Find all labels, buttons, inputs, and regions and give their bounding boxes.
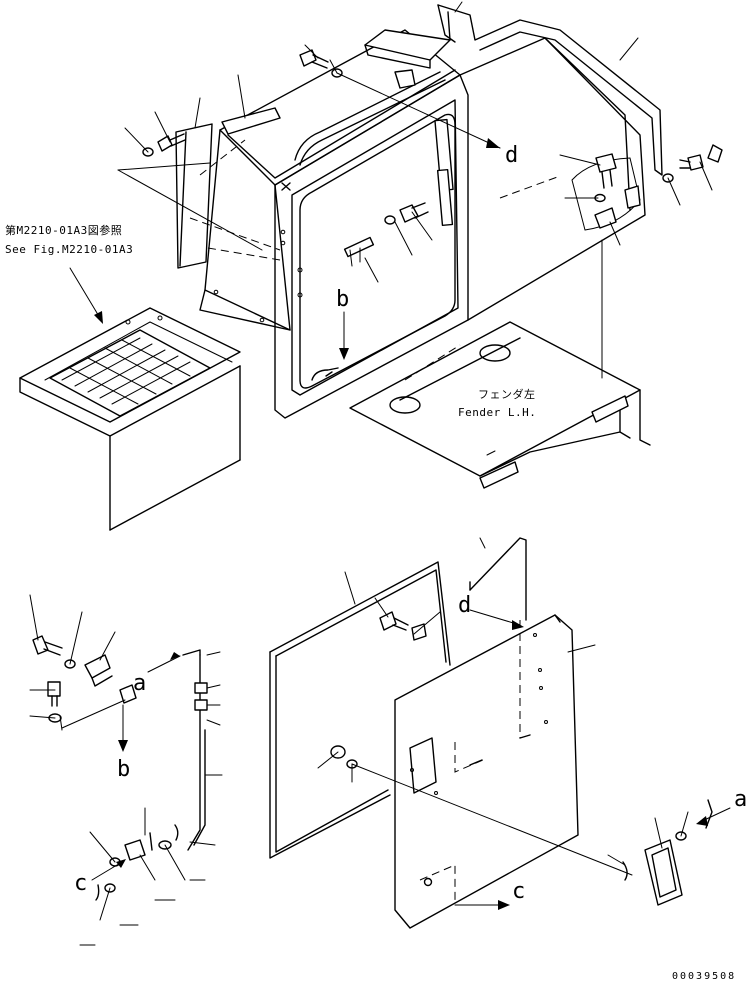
- letter-c-left: c: [74, 871, 87, 896]
- leader-lines-upper: [117, 1, 713, 379]
- letter-a-right: a: [734, 787, 747, 812]
- figure-ref-jp: 第M2210-01A3図参照: [5, 223, 122, 237]
- lower-panels: [269, 537, 731, 929]
- text-labels: 第M2210-01A3図参照 See Fig.M2210-01A3 フェンダ左 …: [5, 143, 747, 982]
- letter-a-left: a: [133, 671, 146, 696]
- letter-c-bottom: c: [512, 879, 525, 904]
- fender-label-jp: フェンダ左: [478, 387, 536, 401]
- cab-box-assembly: [199, 29, 646, 419]
- figure-ref-en: See Fig.M2210-01A3: [5, 243, 133, 256]
- plate-grid: [49, 329, 211, 417]
- lower-left-parts: [29, 594, 223, 946]
- letter-b-upper: b: [336, 287, 349, 312]
- letter-d-upper: d: [505, 143, 518, 168]
- letter-b-left: b: [117, 757, 130, 782]
- seal-strips: [175, 107, 281, 269]
- fender-lh: [349, 321, 651, 489]
- letter-d-lower: d: [458, 593, 471, 618]
- dashed-reference-lines: [199, 139, 461, 381]
- battery-box: [19, 307, 241, 531]
- top-support-bracket: [364, 4, 663, 176]
- arrow-b-upper: [339, 311, 349, 360]
- drawing-number: 00039508: [672, 971, 736, 982]
- figure-ref-leader: [69, 267, 103, 324]
- fender-label-en: Fender L.H.: [458, 406, 536, 419]
